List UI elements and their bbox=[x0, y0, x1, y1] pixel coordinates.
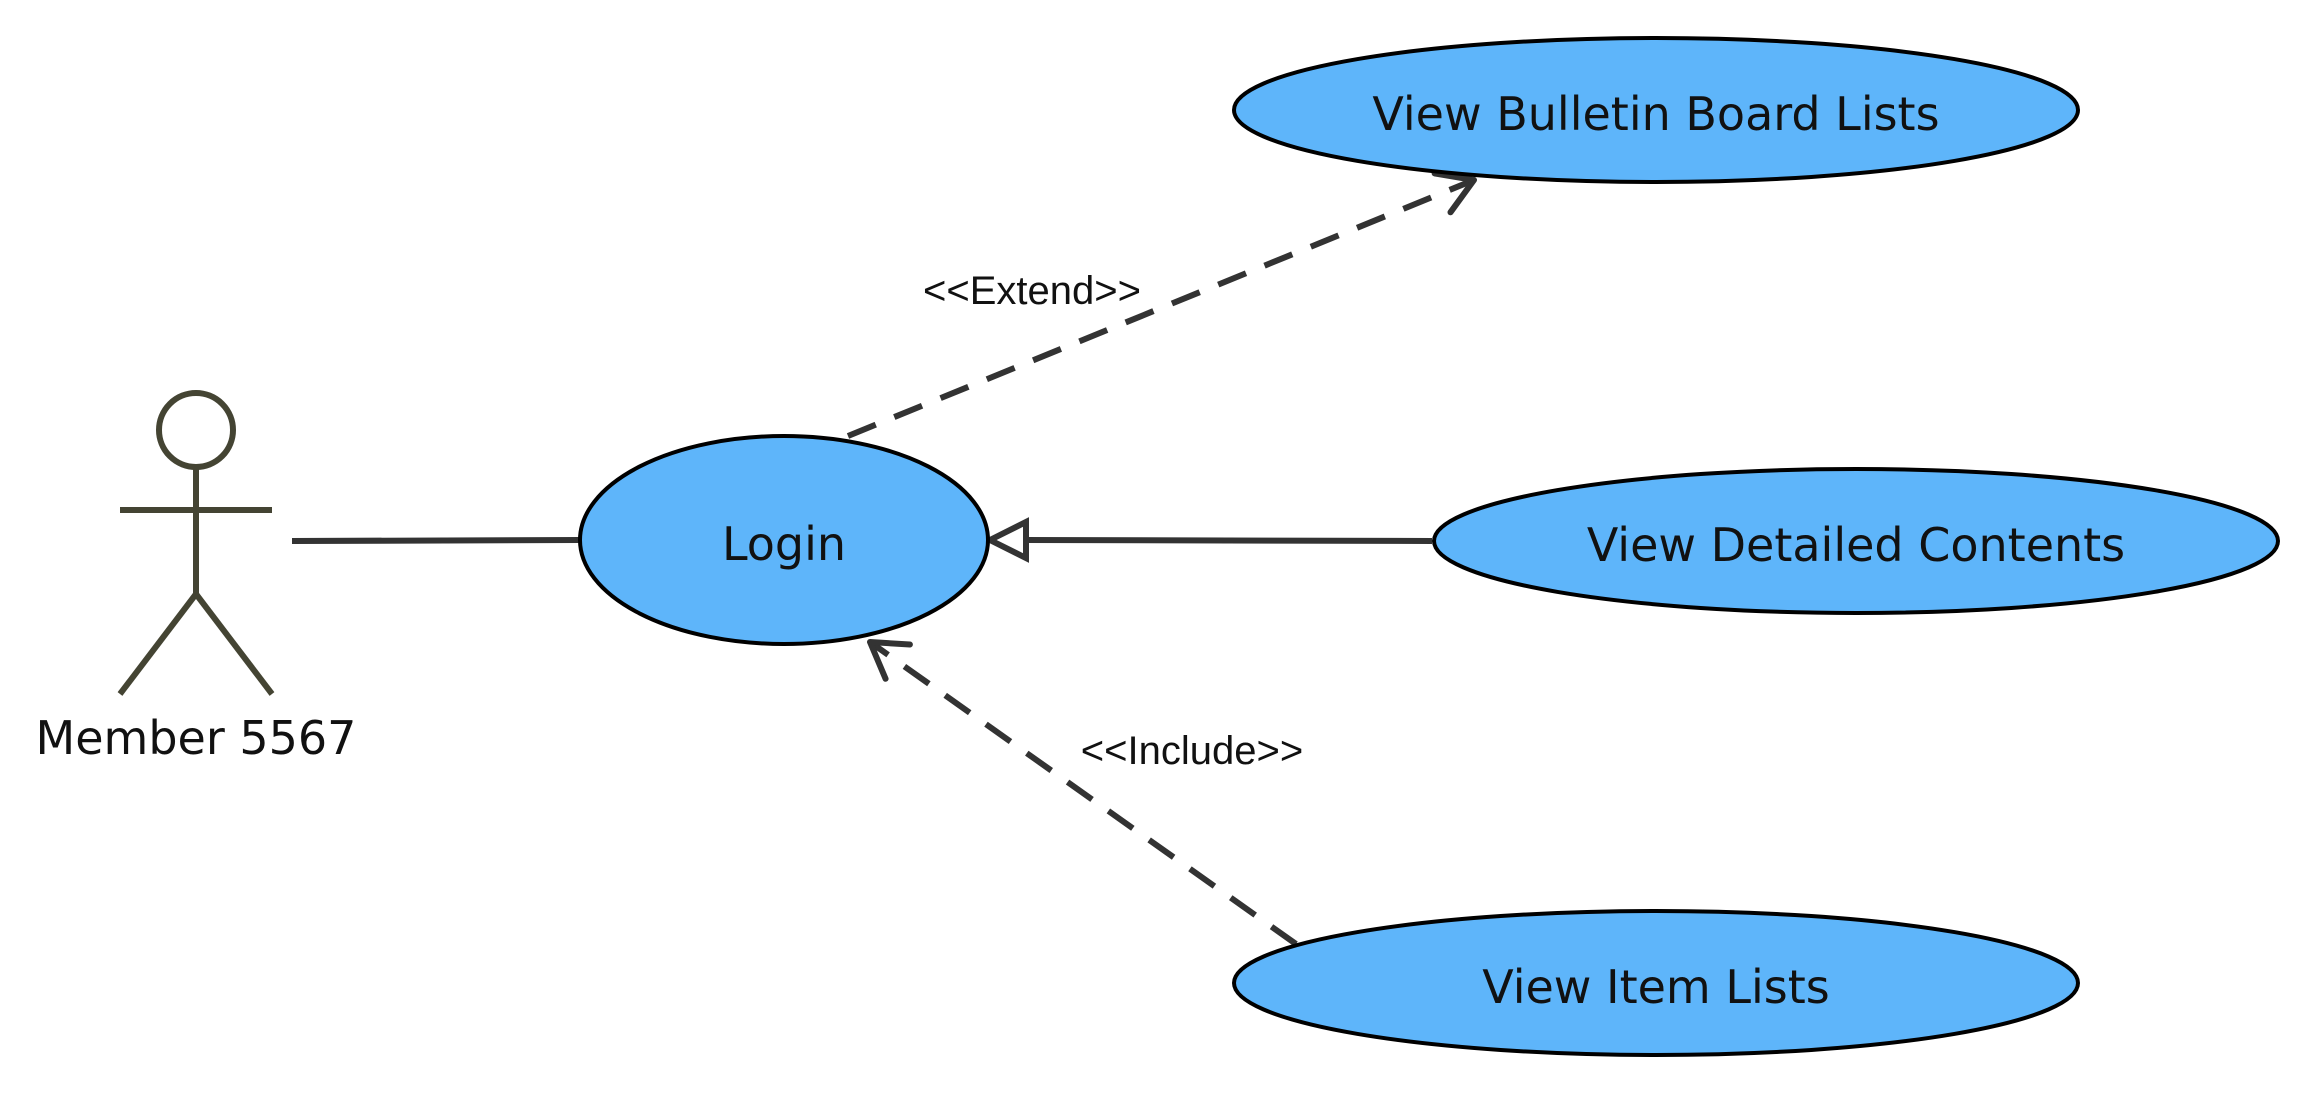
usecase-view-item-lists[interactable]: View Item Lists bbox=[1232, 909, 2080, 1057]
usecase-view-bulletin-board-lists-ellipse bbox=[1232, 36, 2080, 184]
generalization-connector bbox=[1023, 537, 1433, 544]
actor-label: Member 5567 bbox=[36, 711, 357, 765]
extend-label: <<Extend>> bbox=[923, 269, 1141, 313]
usecase-view-item-lists-ellipse bbox=[1232, 909, 2080, 1057]
include-label: <<Include>> bbox=[1081, 729, 1303, 773]
usecase-login-label: Login bbox=[722, 517, 846, 571]
include-connector bbox=[867, 639, 1298, 947]
usecase-login[interactable]: Login bbox=[578, 434, 990, 646]
actor-head bbox=[156, 390, 236, 470]
usecase-view-detailed-contents[interactable]: View Detailed Contents bbox=[1432, 467, 2280, 615]
association-actor-login bbox=[291, 537, 581, 544]
usecase-view-detailed-contents-ellipse bbox=[1432, 467, 2280, 615]
extend-connector bbox=[846, 170, 1477, 439]
usecase-login-ellipse bbox=[578, 434, 990, 646]
actor-left-leg bbox=[117, 592, 199, 696]
usecase-view-bulletin-board-lists-label: View Bulletin Board Lists bbox=[1372, 87, 1939, 141]
usecase-view-item-lists-label: View Item Lists bbox=[1482, 960, 1830, 1014]
usecase-view-detailed-contents-label: View Detailed Contents bbox=[1587, 518, 2125, 572]
actor-right-leg bbox=[193, 592, 275, 696]
usecase-view-bulletin-board-lists[interactable]: View Bulletin Board Lists bbox=[1232, 36, 2080, 184]
generalization-arrowhead bbox=[983, 517, 1029, 563]
actor-member[interactable]: Member 5567 bbox=[36, 390, 357, 765]
